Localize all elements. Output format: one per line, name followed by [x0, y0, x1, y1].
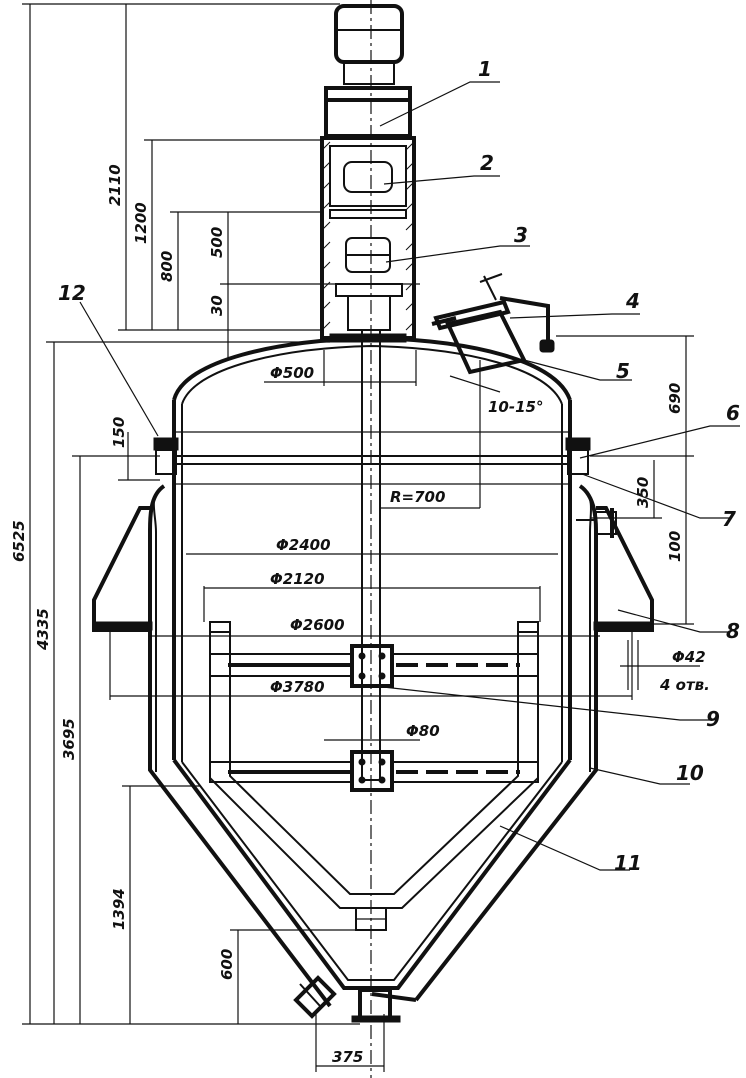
dimension-lines: [22, 3, 700, 1072]
manhole: [431, 273, 555, 375]
callout-numbers: 1 2 3 4 5 6 7 8 9 10 11 12: [58, 57, 740, 875]
callout-3: 3: [514, 223, 528, 247]
dim-100: 100: [666, 531, 684, 562]
dim-d2600: Φ2600: [290, 616, 345, 634]
dim-800: 800: [158, 251, 176, 282]
dim-holes: 4 отв.: [659, 676, 710, 694]
dim-1394: 1394: [110, 888, 128, 930]
dim-d2120: Φ2120: [270, 570, 325, 588]
callout-5: 5: [616, 359, 630, 383]
callout-10: 10: [676, 761, 704, 785]
callout-2: 2: [480, 151, 494, 175]
dim-6525: 6525: [10, 520, 28, 562]
dim-d3780: Φ3780: [270, 678, 325, 696]
dim-350: 350: [634, 477, 652, 508]
callout-4: 4: [625, 289, 640, 313]
dim-d42: Φ42: [672, 648, 706, 666]
dim-d2400: Φ2400: [276, 536, 331, 554]
dim-3695: 3695: [60, 718, 78, 760]
leader-lines: [79, 81, 740, 871]
dim-375: 375: [332, 1048, 363, 1066]
dim-1200: 1200: [132, 202, 150, 244]
dim-690: 690: [666, 383, 684, 414]
dim-600: 600: [218, 949, 236, 980]
callout-7: 7: [722, 507, 736, 531]
agitator-frame: [209, 621, 539, 931]
dim-angle: 10-15°: [488, 398, 543, 416]
dim-4335: 4335: [34, 608, 52, 651]
drive-assembly: [320, 4, 416, 343]
dim-radius: R=700: [390, 488, 445, 506]
dim-2110: 2110: [106, 164, 124, 206]
support-lugs: [92, 506, 654, 632]
dim-d80: Φ80: [406, 722, 440, 740]
bottom-outlet: [293, 975, 401, 1023]
heating-jacket: [148, 484, 617, 1008]
callout-9: 9: [706, 707, 720, 731]
dim-d500: Φ500: [270, 364, 314, 382]
callout-8: 8: [726, 619, 740, 643]
callout-6: 6: [726, 401, 740, 425]
dimension-labels: 6525 4335 3695 2110 1200 800 500 30 150 …: [10, 164, 710, 1066]
callout-1: 1: [478, 57, 492, 81]
callout-11: 11: [614, 851, 642, 875]
dim-150: 150: [110, 417, 128, 448]
dim-30: 30: [208, 295, 226, 316]
dim-500: 500: [208, 227, 226, 258]
callout-12: 12: [58, 281, 86, 305]
vessel-shell: [153, 335, 591, 990]
